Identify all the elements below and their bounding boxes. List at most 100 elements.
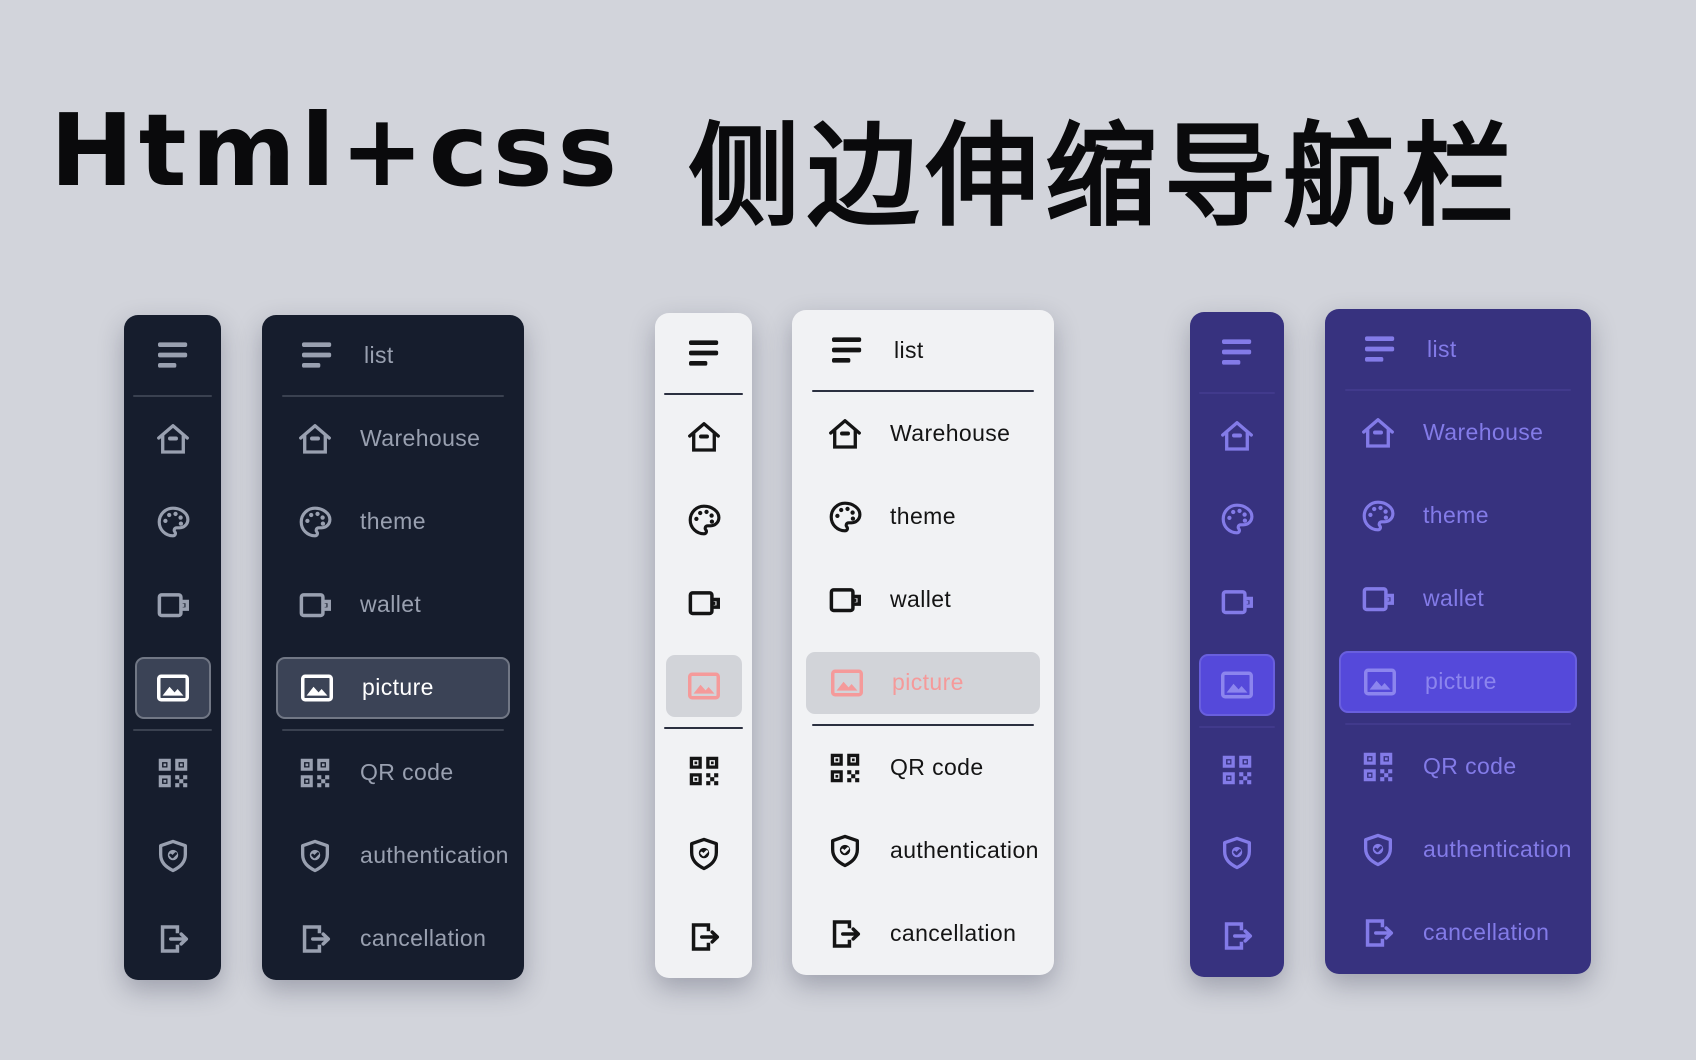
active-item-highlight [665,654,742,717]
nav-item-label: authentication [890,837,1039,863]
nav-item-warehouse[interactable]: Warehouse [792,392,1054,475]
nav-item-cancellation[interactable] [655,895,752,978]
nav-item-qr-code[interactable] [655,729,752,812]
nav-item-authentication[interactable] [655,812,752,895]
nav-item-warehouse[interactable] [124,397,221,480]
qr-code-icon [296,754,334,792]
nav-item-theme[interactable] [1190,477,1284,560]
wallet-icon [1218,583,1256,621]
nav-item-picture[interactable] [655,644,752,727]
active-item-highlight: picture [276,656,510,719]
nav-item-label: theme [360,508,426,534]
nav-item-wallet[interactable]: wallet [1325,557,1591,640]
nav-item-theme[interactable]: theme [262,480,524,563]
nav-item-authentication[interactable]: authentication [792,809,1054,892]
nav-item-qr-code[interactable] [124,731,221,814]
nav-item-qr-code[interactable]: QR code [1325,725,1591,808]
image-icon [685,667,723,705]
nav-item-label: cancellation [1423,919,1550,945]
image-icon [1218,666,1256,704]
logout-icon [154,920,192,958]
nav-item-label: Warehouse [360,425,481,451]
nav-item-cancellation[interactable] [1190,894,1284,977]
nav-item-authentication[interactable]: authentication [262,814,524,897]
divider [812,390,1034,392]
nav-item-theme[interactable]: theme [792,475,1054,558]
nav-item-wallet[interactable] [655,561,752,644]
nav-item-qr-code[interactable] [1190,728,1284,811]
menu-toggle-button[interactable]: list [792,310,1054,390]
menu-toggle-label: list [1427,335,1457,362]
nav-item-authentication[interactable] [124,814,221,897]
nav-item-warehouse[interactable] [655,395,752,478]
nav-item-label: cancellation [890,920,1017,946]
nav-item-warehouse[interactable]: Warehouse [1325,391,1591,474]
nav-item-cancellation[interactable] [124,897,221,980]
menu-toggle-button[interactable] [124,315,221,395]
qr-code-icon [826,749,864,787]
nav-item-picture[interactable]: picture [792,641,1054,724]
palette-icon [154,503,192,541]
wallet-icon [296,586,334,624]
nav-item-label: authentication [360,842,509,868]
palette-icon [826,498,864,536]
nav-item-picture[interactable] [1190,643,1284,726]
nav-item-warehouse[interactable]: Warehouse [262,397,524,480]
nav-item-qr-code[interactable]: QR code [792,726,1054,809]
divider [1199,726,1275,728]
nav-item-wallet[interactable]: wallet [792,558,1054,641]
nav-item-picture[interactable]: picture [262,646,524,729]
qr-code-icon [154,754,192,792]
shield-check-icon [685,835,723,873]
nav-item-authentication[interactable] [1190,811,1284,894]
divider [1345,723,1571,725]
image-icon [154,669,192,707]
nav-item-wallet[interactable]: wallet [262,563,524,646]
nav-item-label: theme [890,503,956,529]
home-icon [154,420,192,458]
nav-item-theme[interactable]: theme [1325,474,1591,557]
menu-toggle-label: list [364,341,394,368]
sidebar-purple-collapsed [1190,312,1284,977]
shield-check-icon [826,832,864,870]
image-icon [1361,663,1399,701]
nav-item-wallet[interactable] [124,563,221,646]
logout-icon [826,915,864,953]
nav-item-cancellation[interactable]: cancellation [792,892,1054,975]
qr-code-icon [1218,751,1256,789]
menu-icon [296,335,338,375]
divider [812,724,1034,726]
nav-item-cancellation[interactable]: cancellation [1325,891,1591,974]
active-item-highlight: picture [806,651,1040,714]
home-icon [826,415,864,453]
nav-item-qr-code[interactable]: QR code [262,731,524,814]
nav-item-theme[interactable] [655,478,752,561]
nav-item-cancellation[interactable]: cancellation [262,897,524,980]
home-icon [296,420,334,458]
menu-toggle-button[interactable] [655,313,752,393]
nav-item-label: QR code [890,754,984,780]
page-title-cjk: 侧边伸缩导航栏 [688,114,1521,239]
nav-item-theme[interactable] [124,480,221,563]
nav-item-picture[interactable] [124,646,221,729]
menu-icon [1216,332,1258,372]
menu-toggle-button[interactable]: list [1325,309,1591,389]
nav-item-warehouse[interactable] [1190,394,1284,477]
shield-check-icon [154,837,192,875]
nav-item-wallet[interactable] [1190,560,1284,643]
nav-item-picture[interactable]: picture [1325,640,1591,723]
logout-icon [1218,917,1256,955]
menu-toggle-button[interactable] [1190,312,1284,392]
page-title-latin: Html+css [50,92,623,209]
nav-item-label: wallet [1423,585,1485,611]
divider [664,727,743,729]
active-item-highlight: picture [1339,650,1577,713]
nav-item-label: wallet [360,591,422,617]
nav-item-authentication[interactable]: authentication [1325,808,1591,891]
shield-check-icon [296,837,334,875]
sidebar-dark-collapsed [124,315,221,980]
menu-toggle-button[interactable]: list [262,315,524,395]
nav-item-label: QR code [360,759,454,785]
